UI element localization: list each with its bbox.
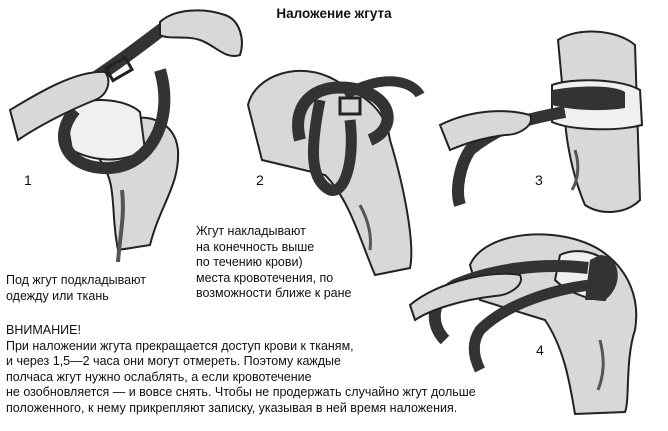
caption-cloth-line: одежду или ткань — [6, 288, 109, 303]
warning-block: ВНИМАНИЕ! При наложении жгута прекращает… — [6, 323, 476, 416]
caption-cloth: Под жгут подкладывают одежду или ткань — [6, 273, 146, 304]
page-title: Наложение жгута — [276, 6, 392, 21]
caption-position-line: места кровотечения, по — [196, 270, 334, 285]
illustration-3-arm — [551, 30, 644, 213]
caption-cloth-line: Под жгут подкладывают — [6, 273, 146, 287]
illustration-3-belt — [438, 86, 625, 207]
warning-line: положенного, к нему прикрепляют записку,… — [6, 400, 458, 415]
warning-line: и через 1,5—2 часа они могут отмереть. П… — [6, 354, 341, 368]
caption-position-line: возможности ближе к ране — [196, 286, 352, 300]
step-number-2: 2 — [256, 172, 264, 188]
step-number-4: 4 — [536, 342, 544, 358]
warning-line: При наложении жгута прекращается доступ … — [6, 338, 354, 353]
warning-line: не озобновляется — и вовсе снять. Чтобы … — [6, 385, 476, 399]
warning-heading: ВНИМАНИЕ! — [6, 323, 81, 337]
illustration-2-belt — [292, 76, 425, 196]
caption-position-line: Жгут накладывают — [196, 224, 306, 238]
caption-position-line: на конечность выше — [196, 239, 315, 254]
caption-position-line: по течению крови) — [196, 255, 303, 269]
caption-tourniquet-position: Жгут накладывают на конечность выше по т… — [196, 224, 351, 302]
illustration-4-belt — [408, 255, 618, 373]
illustration-1-arm-with-cloth — [63, 99, 180, 263]
illustration-2-arm — [246, 70, 413, 277]
warning-line: полчаса жгут нужно ослаблять, а если кро… — [6, 369, 312, 384]
illustration-1-hands — [8, 9, 243, 142]
step-number-3: 3 — [535, 172, 543, 188]
step-number-1: 1 — [24, 172, 32, 188]
